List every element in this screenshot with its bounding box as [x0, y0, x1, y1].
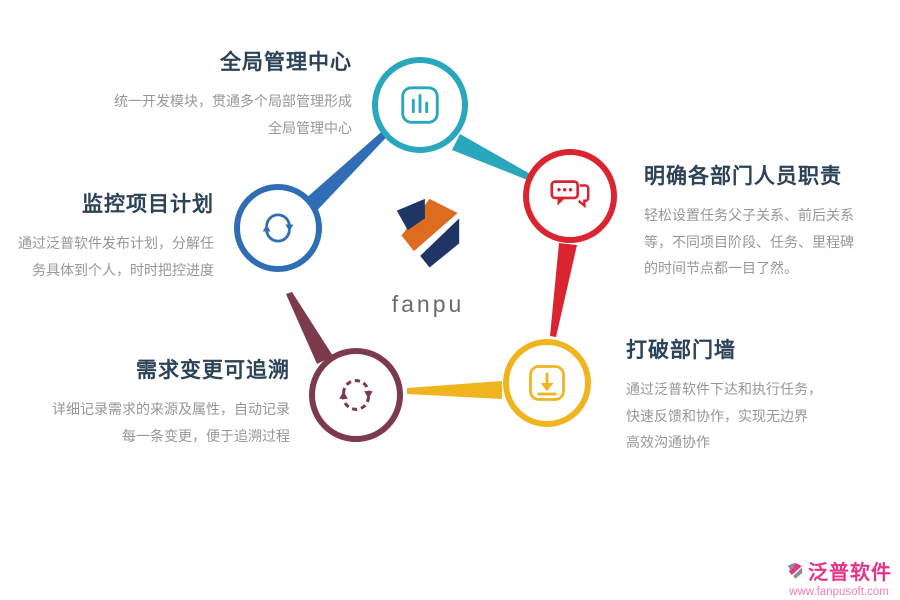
roles-block: 明确各部门人员职责 轻松设置任务父子关系、前后关系 等，不同项目阶段、任务、里程…	[644, 160, 884, 282]
trace-title: 需求变更可追溯	[136, 358, 290, 382]
node-circle-wall	[503, 339, 591, 427]
bar-chart-icon	[401, 86, 439, 124]
wall-block: 打破部门墙 通过泛普软件下达和执行任务， 快速反馈和协作，实现无边界 高效沟通协…	[626, 334, 866, 456]
fanpu-logo-mark	[396, 198, 460, 268]
global-desc-line-2: 全局管理中心	[268, 119, 352, 136]
connector-monitor-to-global	[296, 120, 399, 220]
global-desc-line-1: 统一开发模块，贯通多个局部管理形成	[114, 93, 352, 109]
roles-desc-line-3: 的时间节点都一目了然。	[644, 260, 798, 277]
chat-bubbles-icon	[550, 180, 590, 209]
monitor-desc-line-2: 务具体到个人，时时把控进度	[32, 261, 214, 278]
roles-desc-line-1: 轻松设置任务父子关系、前后关系	[644, 207, 854, 223]
fanpu-watermark-icon	[787, 562, 803, 579]
wall-title: 打破部门墙	[626, 338, 736, 362]
trace-desc-line-2: 每一条变更，便于追溯过程	[122, 427, 290, 444]
monitor-block: 监控项目计划 通过泛普软件发布计划，分解任 务具体到个人，时时把控进度	[2, 188, 214, 283]
watermark-brand: 泛普软件	[808, 562, 892, 584]
global-title: 全局管理中心	[220, 50, 352, 74]
node-circle-monitor	[234, 184, 322, 272]
inbox-download-icon	[529, 365, 565, 401]
watermark-url[interactable]: www.fanpusoft.com	[789, 586, 889, 598]
wall-desc-line-3: 高效沟通协作	[626, 434, 710, 451]
roles-desc-line-2: 等，不同项目阶段、任务、里程碑	[644, 233, 854, 250]
wall-desc-line-2: 快速反馈和协作，实现无边界	[626, 407, 808, 424]
roles-title: 明确各部门人员职责	[644, 164, 842, 188]
monitor-desc-line-1: 通过泛普软件发布计划，分解任	[18, 235, 214, 251]
connector-global-to-roles	[452, 134, 532, 181]
monitor-title: 监控项目计划	[82, 192, 214, 216]
global-management-block: 全局管理中心 统一开发模块，贯通多个局部管理形成 全局管理中心	[90, 46, 352, 141]
node-circle-roles	[523, 149, 617, 243]
watermark: 泛普软件 www.fanpusoft.com	[786, 556, 892, 598]
wall-desc-line-1: 通过泛普软件下达和执行任务，	[626, 381, 822, 397]
trace-block: 需求变更可追溯 详细记录需求的来源及属性，自动记录 每一条变更，便于追溯过程	[24, 354, 290, 449]
connector-roles-to-wall	[550, 243, 577, 337]
sync-arrows-icon	[262, 213, 294, 243]
node-circle-trace	[309, 348, 403, 442]
node-circle-global	[372, 57, 468, 153]
fanpu-logo-text: fanpu	[391, 291, 465, 317]
fanpu-logo: fanpu	[380, 194, 476, 318]
trace-desc-line-1: 详细记录需求的来源及属性，自动记录	[52, 401, 290, 417]
connector-trace-to-monitor	[286, 292, 333, 364]
refresh-dashed-icon	[339, 379, 373, 411]
connector-wall-to-trace	[407, 381, 502, 399]
